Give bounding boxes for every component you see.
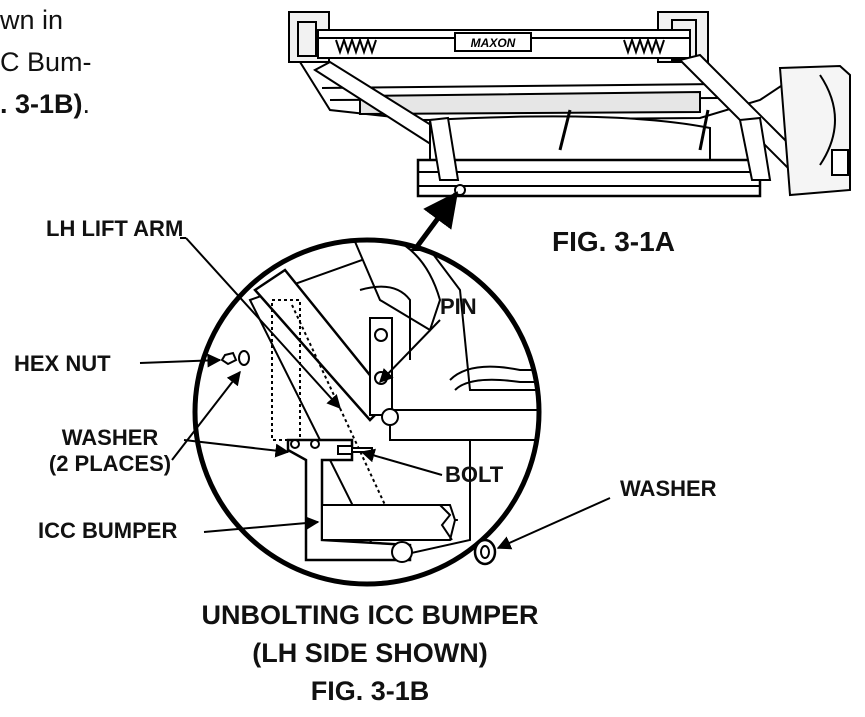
- callout-washer-2-title: WASHER: [61, 425, 159, 450]
- callout-washer-right: WASHER: [620, 476, 717, 501]
- callout-washer-2-qualifier: (2 PLACES): [48, 451, 172, 476]
- brand-plate: [454, 32, 532, 52]
- leader-lines: [139, 237, 611, 550]
- detail-circle: [192, 237, 542, 587]
- figure-reference: . 3-1B): [0, 89, 83, 119]
- figure-3-1a-label: FIG. 3-1A: [552, 226, 675, 257]
- hex-nut-part: [220, 351, 238, 366]
- body-text-line-2: C Bum-: [0, 47, 92, 77]
- caption-line-3: FIG. 3-1B: [310, 676, 430, 706]
- callout-icc-bumper: ICC BUMPER: [38, 518, 178, 543]
- body-text-line-3: . 3-1B).: [0, 84, 140, 126]
- leader-washer-bracket: [183, 439, 290, 458]
- callout-washer-2-places: WASHER (2 PLACES): [40, 425, 180, 477]
- leader-pin: [379, 319, 441, 384]
- callout-pin: PIN: [440, 294, 477, 319]
- caption-line-2: (LH SIDE SHOWN): [252, 638, 488, 668]
- body-text-line-1: wn in: [0, 5, 64, 35]
- leader-lh-lift-arm: [185, 237, 341, 410]
- liftgate-assembly-drawing: [288, 11, 851, 198]
- body-text-fragment: wn in C Bum- . 3-1B).: [0, 0, 140, 126]
- caption-line-1: UNBOLTING ICC BUMPER: [201, 600, 539, 630]
- leader-washer-right: [496, 497, 611, 550]
- callout-hex-nut: HEX NUT: [14, 351, 111, 376]
- sentence-period: .: [82, 89, 91, 119]
- detail-pointer-arrow: [410, 191, 459, 254]
- leader-bolt: [360, 448, 443, 476]
- leader-washer-left: [171, 370, 241, 461]
- leader-hex-nut: [139, 353, 222, 368]
- brand-plate-text: MAXON: [471, 36, 516, 50]
- callout-bolt: BOLT: [445, 462, 504, 487]
- figure-3-1b-caption: UNBOLTING ICC BUMPER (LH SIDE SHOWN) FIG…: [140, 596, 600, 710]
- washer-part: [238, 350, 250, 366]
- spring-right: [623, 36, 665, 56]
- spring-left: [335, 36, 377, 56]
- leader-icc-bumper: [203, 516, 320, 533]
- callout-lh-lift-arm: LH LIFT ARM: [46, 216, 184, 241]
